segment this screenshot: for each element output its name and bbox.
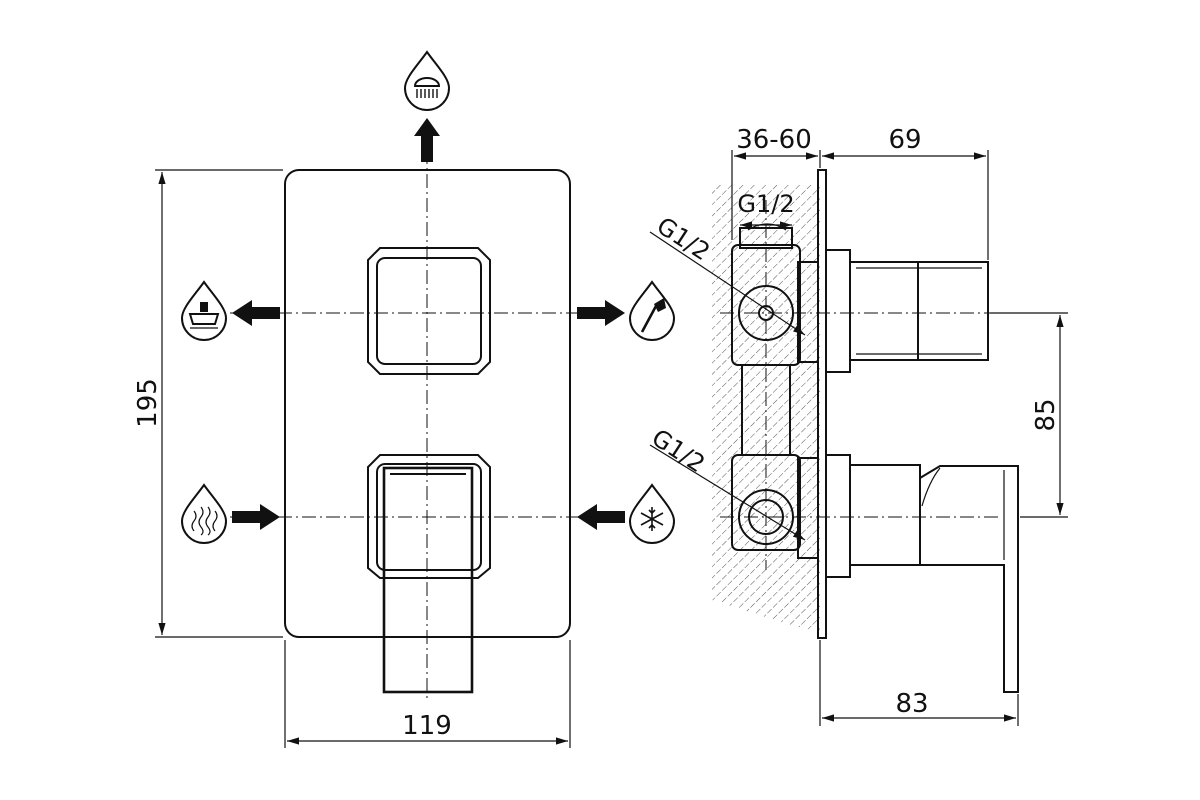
depth-range-label: 36-60 xyxy=(736,125,812,155)
dimension-axis-spacing: 85 xyxy=(990,312,1068,518)
outlet-arrow-top xyxy=(414,118,440,162)
bathtub-icon xyxy=(180,280,228,341)
side-view: G1/2 G1/2 G1/2 36-60 69 85 xyxy=(647,125,1068,726)
side-cover-plate xyxy=(817,169,827,639)
outlet-arrow-left xyxy=(232,300,280,326)
diverter-knob xyxy=(367,247,491,375)
mixer-knob xyxy=(367,454,491,694)
thread-label-lower: G1/2 xyxy=(647,424,710,479)
dimension-depth-range: 36-60 xyxy=(731,125,821,240)
mixer-handle-side xyxy=(849,464,1019,693)
total-depth-label: 83 xyxy=(895,689,928,719)
rain-shower-icon xyxy=(403,50,451,111)
cold-water-icon xyxy=(628,483,676,544)
mixer-lever xyxy=(382,466,474,694)
handle-depth-label: 69 xyxy=(888,125,921,155)
front-view: 195 119 xyxy=(133,50,676,748)
height-label: 195 xyxy=(133,378,163,428)
diverter-handle-side xyxy=(849,261,989,361)
inlet-arrow-hot xyxy=(232,504,280,530)
hand-shower-icon xyxy=(628,280,676,341)
inlet-arrow-cold xyxy=(577,504,625,530)
axis-spacing-label: 85 xyxy=(1031,398,1061,431)
dimension-height: 195 xyxy=(133,169,283,638)
hot-water-icon xyxy=(180,483,228,544)
outlet-arrow-right xyxy=(577,300,625,326)
dimension-total-depth: 83 xyxy=(819,640,1019,726)
width-label: 119 xyxy=(402,711,452,741)
dimension-width: 119 xyxy=(284,640,571,748)
thread-label-upper: G1/2 xyxy=(652,212,715,267)
thread-label-top: G1/2 xyxy=(737,190,794,218)
dimension-handle-depth: 69 xyxy=(822,125,989,260)
